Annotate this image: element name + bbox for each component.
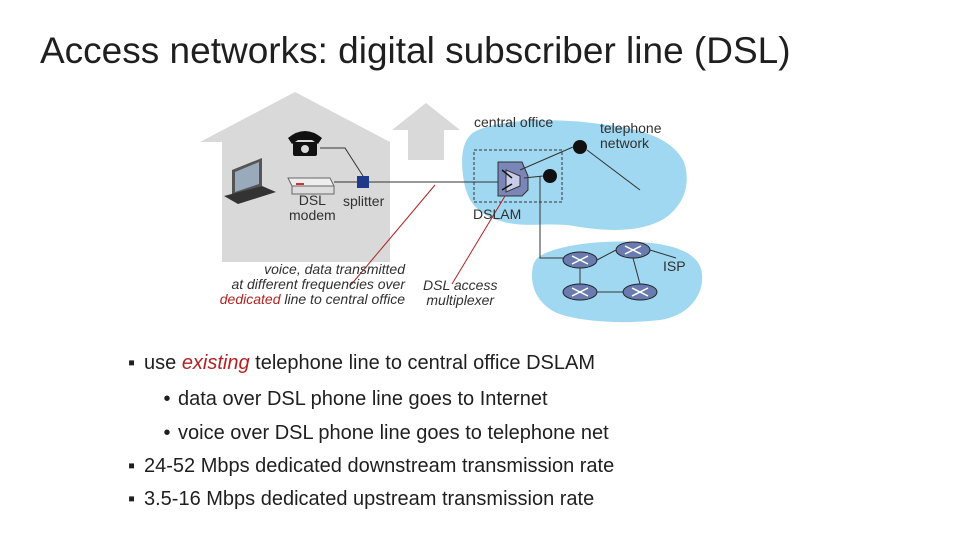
phone-wire [320,147,364,177]
phone-switch-to-network [586,149,641,191]
frequencies-annotation-line-1: voice, data transmitted [264,261,405,277]
dsl-access-multiplexer-annotation: DSL access multiplexer [423,278,497,308]
bullet-item: ▪ use existing telephone line to central … [128,352,595,375]
internet-switch-dot [543,169,557,183]
isp-links [579,249,677,293]
isp-router-icon [562,283,598,301]
bullet-text: telephone line to central office DSLAM [249,352,596,374]
frequencies-annotation-line-3-rest: line to central office [280,291,405,307]
splitter-label: splitter [343,193,385,209]
square-bullet-icon: ▪ [128,352,136,374]
dedicated-word: dedicated [219,291,281,307]
frequencies-annotation-line-2: at different frequencies over [231,276,405,292]
home-house [200,92,390,262]
sub-bullet-text: voice over DSL phone line goes to teleph… [178,422,609,444]
dsl-access-line-1: DSL access [423,277,498,293]
existing-word: existing [181,352,250,374]
bullet-text: 3.5-16 Mbps dedicated upstream transmiss… [144,488,595,510]
square-bullet-icon: ▪ [128,488,136,510]
central-office-building [392,103,460,160]
telephone-network-cloud [462,120,687,230]
dsl-modem-label: DSL modem [289,192,336,223]
isp-label: ISP [663,258,686,274]
page-title: Access networks: digital subscriber line… [40,30,791,71]
frequencies-annotation: voice, data transmitted at different fre… [220,262,405,307]
dslam-icon [497,161,529,197]
dslam-label: DSLAM [473,206,522,222]
pointer-line-frequencies [349,184,436,287]
bullet-item: ▪ 3.5-16 Mbps dedicated upstream transmis… [128,488,594,511]
isp-router-icon [622,283,658,301]
dot-bullet-icon: • [163,388,171,410]
sub-bullet-text: data over DSL phone line goes to Interne… [178,388,548,410]
dslam-to-phone-switch [519,146,574,171]
sub-bullet-item: • voice over DSL phone line goes to telep… [156,422,609,445]
dsl-access-line-2: multiplexer [426,292,495,308]
telephone-switch-dot [573,140,587,154]
bullet-text: use [144,352,182,374]
splitter-icon [357,176,369,188]
telephone-icon [288,131,322,156]
dsl-modem-icon [287,177,335,195]
bullet-text: 24-52 Mbps dedicated downstream transmis… [144,455,615,477]
bullet-item: ▪ 24-52 Mbps dedicated downstream transmi… [128,455,614,478]
central-office-label: central office [474,114,554,130]
frequencies-annotation-line-3: dedicated line to central office [220,292,405,307]
isp-router-icon [562,251,598,269]
square-bullet-icon: ▪ [128,455,136,477]
pointer-line-dslam [451,195,506,285]
sub-bullet-item: • data over DSL phone line goes to Intern… [156,388,548,411]
dot-bullet-icon: • [163,422,171,444]
telephone-network-label: telephone network [600,120,662,151]
computer-icon [224,158,276,204]
isp-router-icon [615,241,651,259]
